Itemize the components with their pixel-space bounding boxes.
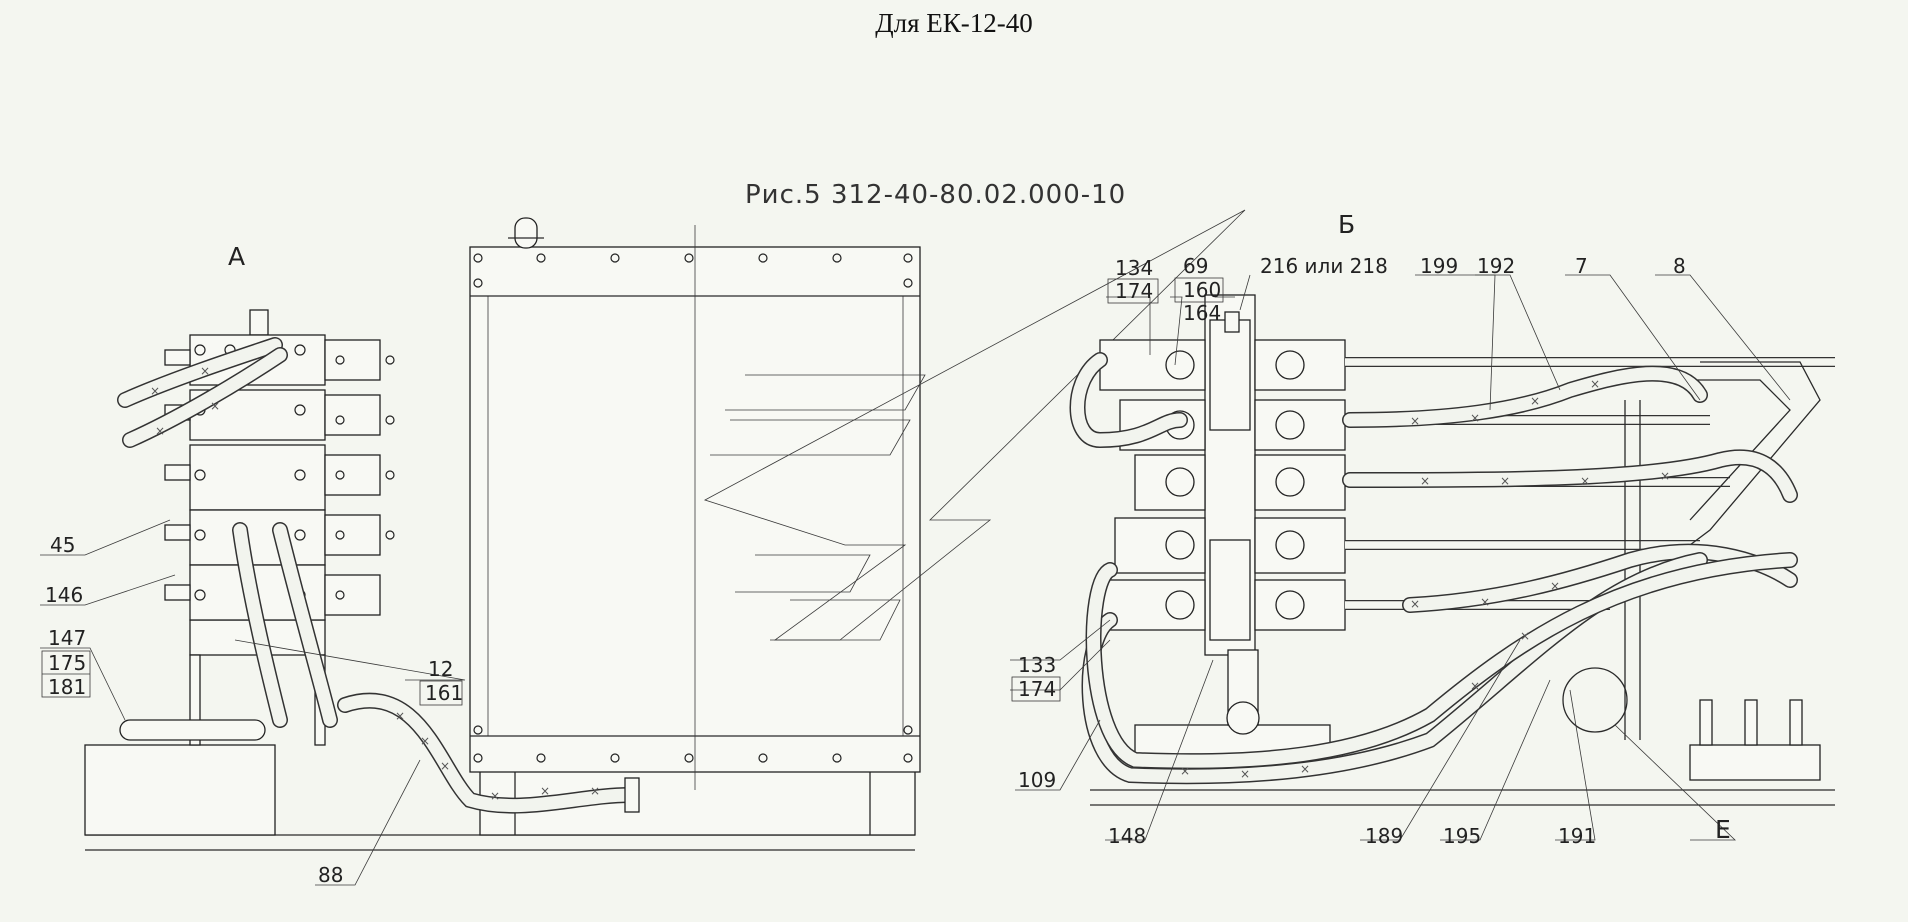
callout-164: 164 [1183,301,1221,325]
radiator [469,217,921,790]
callout-174: 174 [1115,279,1153,303]
callout-189: 189 [1365,824,1403,848]
svg-text:×: × [1410,597,1420,611]
callout-161: 161 [425,681,463,705]
leader-lines [40,274,1791,886]
svg-text:×: × [1480,595,1490,609]
hoses-right [1069,352,1821,785]
svg-text:×: × [1470,679,1480,693]
svg-text:×: × [200,364,210,378]
svg-text:×: × [1580,474,1590,488]
callout-199: 199 [1420,254,1458,278]
view-arrow-b [703,209,1246,641]
callout-147: 147 [48,626,86,650]
hose-markings: × × × × × × × × × × × × × × × × × × × × × × × × × × [150,364,1670,803]
svg-text:×: × [1470,411,1480,425]
svg-text:×: × [1500,474,1510,488]
callout-88: 88 [318,863,343,887]
svg-text:×: × [155,424,165,438]
hoses-left [117,337,640,814]
callout-195: 195 [1443,824,1481,848]
svg-text:×: × [440,759,450,773]
svg-text:×: × [1660,469,1670,483]
callout-148: 148 [1108,824,1146,848]
callout-146: 146 [45,583,83,607]
callout-8: 8 [1673,254,1686,278]
callout-160: 160 [1183,278,1221,302]
svg-text:×: × [420,734,430,748]
callout-12: 12 [428,657,453,681]
callout-181: 181 [48,675,86,699]
svg-text:×: × [1420,474,1430,488]
callout-109: 109 [1018,768,1056,792]
svg-text:×: × [490,789,500,803]
svg-text:×: × [1300,762,1310,776]
figure-caption: Рис.5 312-40-80.02.000-10 [745,180,1126,210]
callout-45: 45 [50,533,75,557]
callouts: 134 174 69 160 164 216 или 218 199 192 7… [41,254,1686,887]
svg-text:×: × [1240,767,1250,781]
svg-text:×: × [1520,629,1530,643]
view-label-a: А [228,242,245,271]
svg-text:×: × [1550,579,1560,593]
callout-134: 134 [1115,256,1153,280]
callout-7: 7 [1575,254,1588,278]
callout-192: 192 [1477,254,1515,278]
view-label-e: Е [1715,815,1731,844]
callout-216-or-218: 216 или 218 [1260,254,1388,278]
view-label-b: Б [1338,210,1355,239]
page-title: Для ЕК-12-40 [875,8,1033,38]
svg-text:×: × [150,384,160,398]
callout-133: 133 [1018,653,1056,677]
svg-text:×: × [1180,764,1190,778]
callout-175: 175 [48,651,86,675]
valve-stack-b [1099,294,1346,756]
base-frame [84,744,1835,851]
callout-191: 191 [1558,824,1596,848]
svg-text:×: × [1590,377,1600,391]
svg-text:×: × [210,399,220,413]
callout-174-lower: 174 [1018,677,1056,701]
svg-text:×: × [1530,394,1540,408]
svg-text:×: × [395,709,405,723]
svg-text:×: × [540,784,550,798]
svg-text:×: × [590,784,600,798]
callout-69: 69 [1183,254,1208,278]
svg-text:×: × [1410,414,1420,428]
